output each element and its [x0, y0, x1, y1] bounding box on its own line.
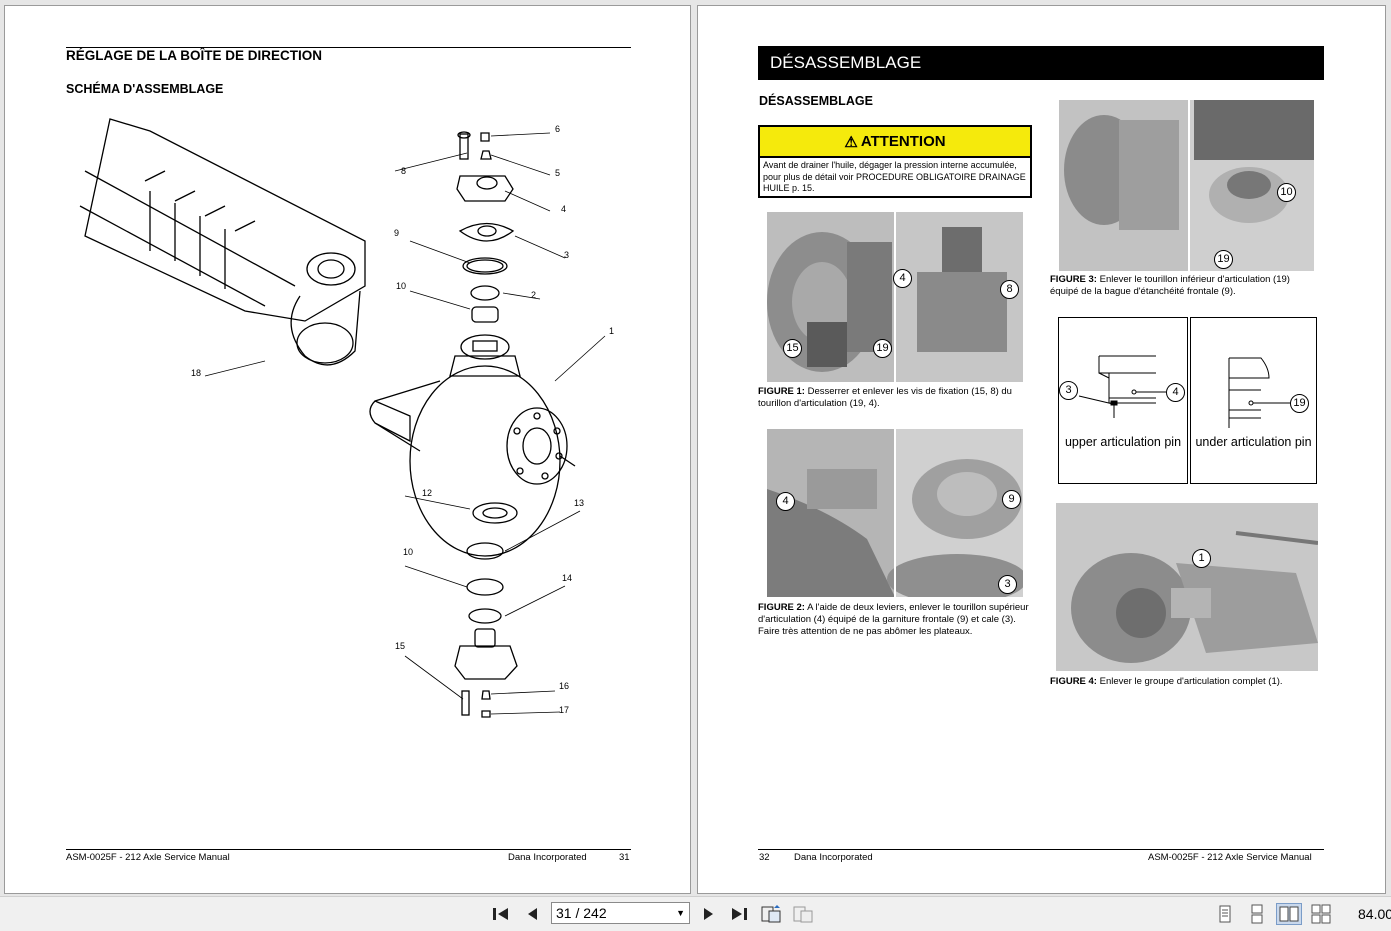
section-banner: DÉSASSEMBLAGE — [758, 46, 1324, 80]
facing-pages-icon — [1279, 906, 1299, 922]
callout: 4 — [893, 269, 912, 288]
last-page-button[interactable] — [728, 903, 750, 925]
callout: 4 — [1166, 383, 1185, 402]
footer-manual: ASM-0025F - 212 Axle Service Manual — [1148, 852, 1312, 863]
continuous-facing-icon — [1311, 904, 1331, 924]
part-label: 1 — [609, 326, 615, 336]
chevron-down-icon[interactable]: ▼ — [676, 908, 685, 918]
attention-header: ⚠ ATTENTION — [760, 127, 1030, 158]
figure-2-note: Faire très attention de ne pas abômer le… — [758, 626, 973, 637]
part-label: 18 — [191, 368, 202, 378]
figure-2-label: FIGURE 2: — [758, 602, 805, 613]
previous-page-button[interactable] — [521, 903, 543, 925]
page-number-value: 31 / 242 — [556, 905, 607, 921]
figure-4-photo — [1056, 503, 1318, 671]
footer-company: Dana Incorporated — [794, 852, 873, 863]
under-pin-diagram: 19 under articulation pin — [1190, 317, 1317, 484]
next-page-button[interactable] — [698, 903, 720, 925]
go-forward-view-icon — [793, 906, 813, 923]
attention-title: ATTENTION — [860, 133, 946, 150]
section-title: SCHÉMA D'ASSEMBLAGE — [66, 82, 224, 96]
first-page-button[interactable] — [490, 903, 512, 925]
callout: 19 — [1214, 250, 1233, 269]
attention-text: Avant de drainer l'huile, dégager la pre… — [763, 160, 1026, 193]
continuous-page-icon — [1251, 904, 1263, 924]
go-back-view-icon — [761, 905, 781, 923]
callout: 19 — [873, 339, 892, 358]
figure-3-label: FIGURE 3: — [1050, 274, 1097, 285]
callout: 3 — [1059, 381, 1078, 400]
part-label: 13 — [574, 498, 585, 508]
go-back-view-button[interactable] — [760, 903, 782, 925]
single-page-icon — [1219, 905, 1231, 923]
footer-page-number: 31 — [619, 852, 630, 863]
part-label: 9 — [394, 228, 400, 238]
page-number-input[interactable]: 31 / 242 ▼ — [551, 902, 690, 924]
single-page-view-button[interactable] — [1214, 903, 1236, 925]
callout: 19 — [1290, 394, 1309, 413]
callout: 4 — [776, 492, 795, 511]
callout: 3 — [998, 575, 1017, 594]
warning-icon: ⚠ — [844, 133, 858, 151]
page-title: RÉGLAGE DE LA BOÎTE DE DIRECTION — [66, 48, 323, 63]
previous-page-icon — [528, 908, 537, 920]
part-label: 8 — [401, 166, 407, 176]
part-label: 15 — [395, 641, 406, 651]
part-label: 2 — [531, 290, 537, 300]
right-page: DÉSASSEMBLAGE DÉSASSEMBLAGE ⚠ ATTENTION … — [697, 5, 1386, 894]
viewer-toolbar: 31 / 242 ▼ 84.00 — [0, 896, 1391, 931]
footer-manual: ASM-0025F - 212 Axle Service Manual — [66, 852, 230, 863]
assembly-diagram — [79, 118, 606, 718]
zoom-level[interactable]: 84.00 — [1358, 906, 1391, 922]
callout: 1 — [1192, 549, 1211, 568]
upper-pin-diagram: 3 4 upper articulation pin — [1058, 317, 1188, 484]
part-label: 12 — [422, 488, 433, 498]
footer-rule — [66, 849, 631, 850]
figure-3-caption: FIGURE 3: Enlever le tourillon inférieur… — [1050, 274, 1320, 298]
section-title: DÉSASSEMBLAGE — [759, 94, 873, 108]
left-page: RÉGLAGE DE LA BOÎTE DE DIRECTION SCHÉMA … — [4, 5, 691, 894]
part-label: 10 — [396, 281, 407, 291]
title-rule — [66, 47, 631, 48]
part-label: 4 — [561, 204, 567, 214]
callout: 8 — [1000, 280, 1019, 299]
figure-1-label: FIGURE 1: — [758, 386, 805, 397]
part-label: 5 — [555, 168, 561, 178]
figure-4-caption: FIGURE 4: Enlever le groupe d'articulati… — [1050, 676, 1320, 688]
part-label: 3 — [564, 250, 570, 260]
under-pin-caption: under articulation pin — [1195, 435, 1312, 449]
facing-view-button[interactable] — [1276, 903, 1302, 925]
footer-company: Dana Incorporated — [508, 852, 587, 863]
first-page-icon — [493, 908, 508, 920]
part-label: 6 — [555, 124, 561, 134]
continuous-view-button[interactable] — [1246, 903, 1268, 925]
part-label: 14 — [562, 573, 573, 583]
footer-rule — [758, 849, 1324, 850]
callout: 15 — [783, 339, 802, 358]
last-page-icon — [732, 908, 747, 920]
part-label: 17 — [559, 705, 570, 715]
attention-box: ⚠ ATTENTION Avant de drainer l'huile, dé… — [758, 125, 1032, 198]
go-forward-view-button[interactable] — [792, 903, 814, 925]
footer-page-number: 32 — [759, 852, 770, 863]
figure-4-text: Enlever le groupe d'articulation complet… — [1099, 676, 1283, 687]
figure-1-text: Desserrer et enlever les vis de fixation… — [758, 386, 1012, 409]
callout: 9 — [1002, 490, 1021, 509]
continuous-facing-view-button[interactable] — [1310, 903, 1332, 925]
upper-pin-caption: upper articulation pin — [1064, 435, 1182, 449]
figure-3-text: Enlever le tourillon inférieur d'articul… — [1050, 274, 1290, 297]
callout: 10 — [1277, 183, 1296, 202]
figure-4-label: FIGURE 4: — [1050, 676, 1097, 687]
part-label: 10 — [403, 547, 414, 557]
figure-2-caption: FIGURE 2: A l'aide de deux leviers, enle… — [758, 602, 1030, 638]
part-label: 16 — [559, 681, 570, 691]
figure-1-photo — [767, 212, 1023, 382]
figure-2-photo — [767, 429, 1023, 597]
next-page-icon — [704, 908, 713, 920]
figure-2-text: A l'aide de deux leviers, enlever le tou… — [758, 602, 1029, 625]
figure-3-photo — [1059, 100, 1314, 271]
figure-1-caption: FIGURE 1: Desserrer et enlever les vis d… — [758, 386, 1030, 410]
